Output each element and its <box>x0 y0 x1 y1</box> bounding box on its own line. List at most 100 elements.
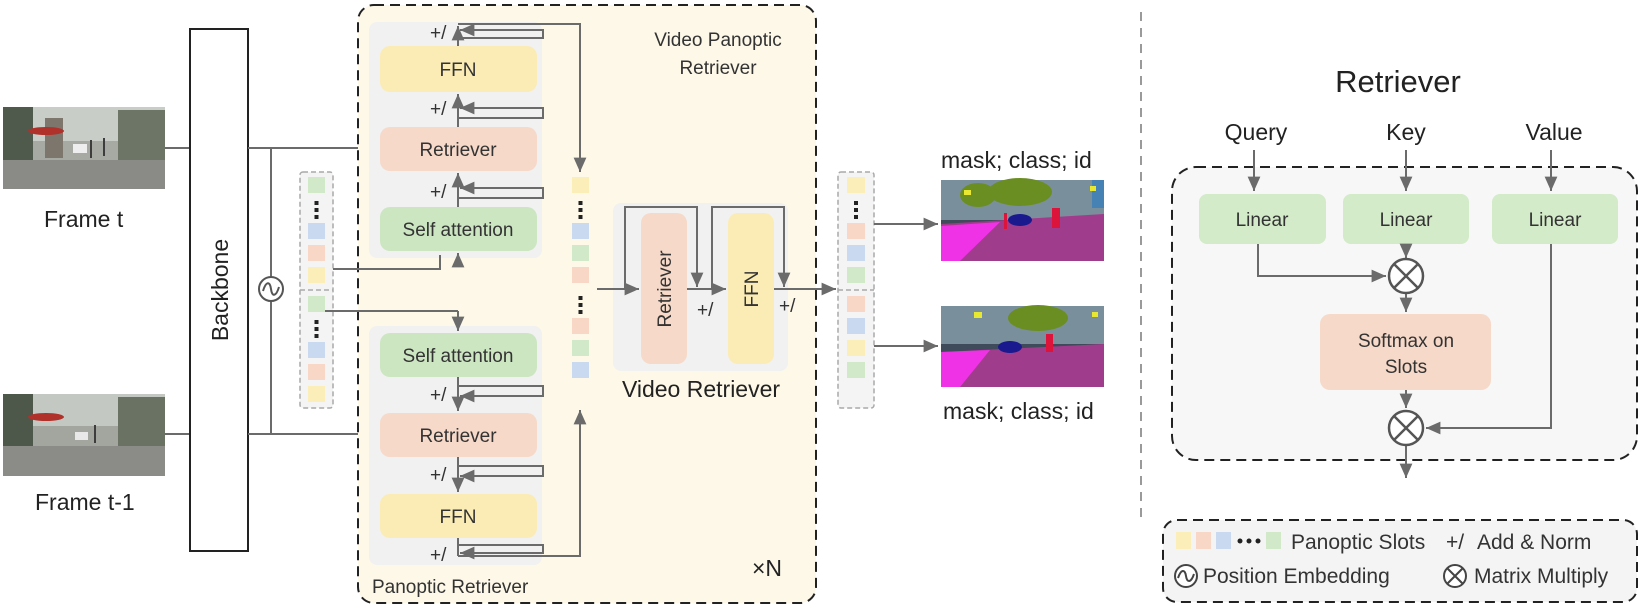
slot-ellipsis-dot <box>578 201 583 205</box>
linear-value-block <box>1492 194 1618 244</box>
softmax-label-2: Slots <box>1385 357 1427 378</box>
lower-self-attention-block <box>380 333 537 377</box>
matrix-multiply-icon-1 <box>1387 257 1425 295</box>
legend-position-embedding-icon <box>1174 564 1198 588</box>
slot-ellipsis-dot <box>578 208 583 212</box>
panoptic-slot <box>847 267 865 283</box>
panoptic-slot <box>572 177 589 193</box>
slot-ellipsis-dot <box>314 215 319 219</box>
backbone-label: Backbone <box>207 239 233 341</box>
panoptic-slot <box>847 177 865 193</box>
panoptic-slot <box>847 223 865 239</box>
panoptic-slot <box>572 267 589 283</box>
linear-key-label: Linear <box>1380 210 1433 231</box>
frame-t1-label: Frame t-1 <box>35 489 135 515</box>
panoptic-slot <box>572 223 589 239</box>
legend-slot-swatches <box>1176 532 1281 549</box>
panoptic-slot <box>308 296 325 312</box>
lower-retriever-label: Retriever <box>419 426 497 447</box>
panoptic-slot <box>847 362 865 378</box>
panoptic-slot <box>308 342 325 358</box>
panoptic-slot <box>308 223 325 239</box>
backbone-block <box>189 28 249 552</box>
segmentation-output-bottom <box>941 305 1104 387</box>
linear-query-label: Linear <box>1236 210 1289 231</box>
panoptic-slot <box>308 245 325 261</box>
slot-ellipsis-dot <box>854 201 858 205</box>
upper-add-norm-1: +/ <box>430 23 447 44</box>
legend-panoptic-slots: Panoptic Slots <box>1291 531 1425 554</box>
mask-class-id-bottom: mask; class; id <box>943 398 1094 424</box>
upper-ffn-label: FFN <box>440 60 477 81</box>
video-panoptic-retriever-title-2: Retriever <box>679 58 757 79</box>
linear-value-label: Linear <box>1529 210 1582 231</box>
lower-add-norm-2: +/ <box>430 465 447 486</box>
legend-add-norm-symbol: +/ <box>1446 531 1464 554</box>
lower-ffn-block <box>380 494 537 538</box>
panoptic-slot <box>572 245 589 261</box>
video-add-norm-1: +/ <box>697 300 714 321</box>
query-label: Query <box>1225 119 1288 145</box>
video-retriever-label: Video Retriever <box>622 376 780 402</box>
slot-ellipsis-dot <box>314 208 319 212</box>
panoptic-slot <box>847 296 865 312</box>
position-embedding-icon <box>258 276 284 302</box>
slot-ellipsis-dot <box>314 201 319 205</box>
legend-panel <box>1162 519 1638 603</box>
panoptic-slot <box>572 340 589 356</box>
frame-t-label: Frame t <box>44 206 124 232</box>
upper-self-attention-label: Self attention <box>403 220 514 241</box>
key-label: Key <box>1386 119 1426 145</box>
slot-ellipsis-dot <box>314 327 319 331</box>
frame-t-image <box>3 107 165 189</box>
panoptic-slot <box>308 177 325 193</box>
panoptic-slot <box>308 267 325 283</box>
upper-retriever-block <box>380 127 537 171</box>
video-add-norm-2: +/ <box>779 296 796 317</box>
legend-position-embedding: Position Embedding <box>1203 565 1390 588</box>
retriever-detail-connectors <box>1247 150 1558 478</box>
lower-add-norm-1: +/ <box>430 385 447 406</box>
slot-ellipsis-dot <box>578 303 583 307</box>
panoptic-slot <box>572 318 589 334</box>
video-retriever-connectors <box>597 206 836 296</box>
segmentation-output-top <box>941 178 1104 261</box>
legend-add-norm: Add & Norm <box>1477 531 1591 554</box>
video-ffn-block <box>728 213 774 364</box>
linear-query-block <box>1199 194 1326 244</box>
video-retriever-block <box>641 213 687 364</box>
slot-ellipsis-dot <box>578 215 583 219</box>
upper-retriever-label: Retriever <box>419 140 497 161</box>
slot-ellipsis-dot <box>314 334 319 338</box>
panoptic-retriever-label: Panoptic Retriever <box>372 577 529 598</box>
lower-ffn-label: FFN <box>440 507 477 528</box>
slot-ellipsis-dot <box>578 310 583 314</box>
lower-add-norm-3: +/ <box>430 545 447 566</box>
slot-ellipsis-dot <box>578 296 583 300</box>
softmax-label-1: Softmax on <box>1358 331 1454 352</box>
video-ffn-block-label: FFN <box>742 271 763 308</box>
panoptic-slot <box>847 340 865 356</box>
softmax-block <box>1320 314 1491 390</box>
value-label: Value <box>1525 119 1582 145</box>
slot-ellipsis-dot <box>854 215 858 219</box>
legend-matrix-multiply: Matrix Multiply <box>1474 565 1609 588</box>
upper-ffn-block <box>380 46 537 92</box>
slot-ellipsis-dot <box>314 320 319 324</box>
lower-self-attention-label: Self attention <box>403 346 514 367</box>
legend-matrix-multiply-icon <box>1443 564 1467 588</box>
panoptic-slot <box>308 364 325 380</box>
lower-stack-connectors <box>451 311 587 560</box>
upper-add-norm-3: +/ <box>430 182 447 203</box>
upper-add-norm-2: +/ <box>430 99 447 120</box>
linear-key-block <box>1343 194 1469 244</box>
panoptic-slot <box>847 318 865 334</box>
frame-t1-image <box>3 394 165 476</box>
mask-class-id-top: mask; class; id <box>941 147 1092 173</box>
upper-stack-connectors <box>451 23 587 268</box>
panoptic-slot <box>572 362 589 378</box>
upper-self-attention-block <box>380 207 537 251</box>
panoptic-slot <box>308 386 325 402</box>
video-retriever-block-label: Retriever <box>655 250 676 328</box>
